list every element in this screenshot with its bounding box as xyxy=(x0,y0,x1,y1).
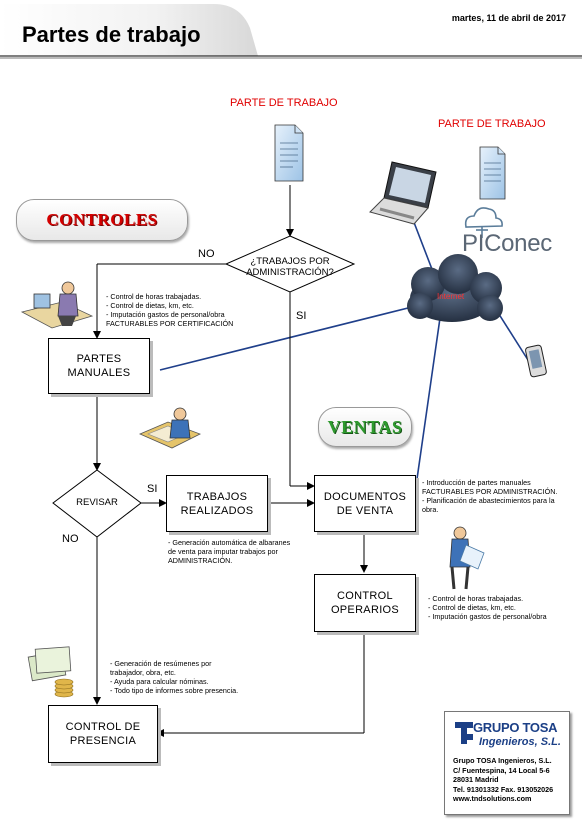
trabajos-realizados-box: TRABAJOS REALIZADOS xyxy=(166,475,268,532)
company-name: GRUPO TOSA xyxy=(473,720,558,735)
grupo-tosa-logo-icon xyxy=(455,722,473,744)
phone-icon xyxy=(525,344,547,378)
company-info: Grupo TOSA Ingenieros, S.L. C/ Fuentespi… xyxy=(453,756,554,804)
si-label: SI xyxy=(296,310,307,322)
page-title: Partes de trabajo xyxy=(22,22,201,47)
presencia-notes: - Generación de resúmenes por trabajador… xyxy=(110,659,239,695)
si-label: SI xyxy=(147,483,158,495)
laptop-icon xyxy=(369,161,437,225)
reports-coins-icon xyxy=(27,646,74,698)
ventas-title: VENTAS xyxy=(318,407,412,447)
piconec-logo-text: PIConec xyxy=(462,230,552,257)
worker-desk-icon xyxy=(20,281,94,329)
document-icon xyxy=(479,146,506,200)
header-bar xyxy=(0,4,582,59)
partes-manuales-box: PARTES MANUALES xyxy=(48,338,150,394)
control-operarios-box: CONTROL OPERARIOS xyxy=(314,574,416,632)
worker-plans-icon xyxy=(449,526,485,590)
no-label: NO xyxy=(62,533,79,545)
ventas-notes: - Introducción de partes manuales FACTUR… xyxy=(422,478,558,514)
piconec-logo-icon xyxy=(464,207,503,238)
parte-trabajo-label: PARTE DE TRABAJO xyxy=(438,118,546,130)
internet-label: Internet xyxy=(437,292,465,301)
no-label: NO xyxy=(198,248,215,260)
parte-trabajo-label: PARTE DE TRABAJO xyxy=(230,97,338,109)
company-card: GRUPO TOSA Ingenieros, S.L. Grupo TOSA I… xyxy=(444,711,570,815)
control-presencia-box: CONTROL DE PRESENCIA xyxy=(48,705,158,763)
trabajos-notes: - Generación automática de albaranes de … xyxy=(168,538,291,565)
decision-revisar: REVISAR xyxy=(76,497,118,508)
date-label: martes, 11 de abril de 2017 xyxy=(451,13,566,23)
document-icon xyxy=(274,124,304,182)
controles-notes: - Control de horas trabajadas. - Control… xyxy=(106,292,234,328)
cloud-icon xyxy=(407,254,503,322)
operarios-notes: - Control de horas trabajadas. - Control… xyxy=(428,594,547,621)
company-subname: Ingenieros, S.L. xyxy=(479,736,561,748)
decision-trabajos-administracion: ¿TRABAJOS POR ADMINISTRACIÓN? xyxy=(246,256,334,278)
worker-desk-icon xyxy=(138,407,201,449)
controles-title: CONTROLES xyxy=(16,199,188,241)
documentos-venta-box: DOCUMENTOS DE VENTA xyxy=(314,475,416,532)
